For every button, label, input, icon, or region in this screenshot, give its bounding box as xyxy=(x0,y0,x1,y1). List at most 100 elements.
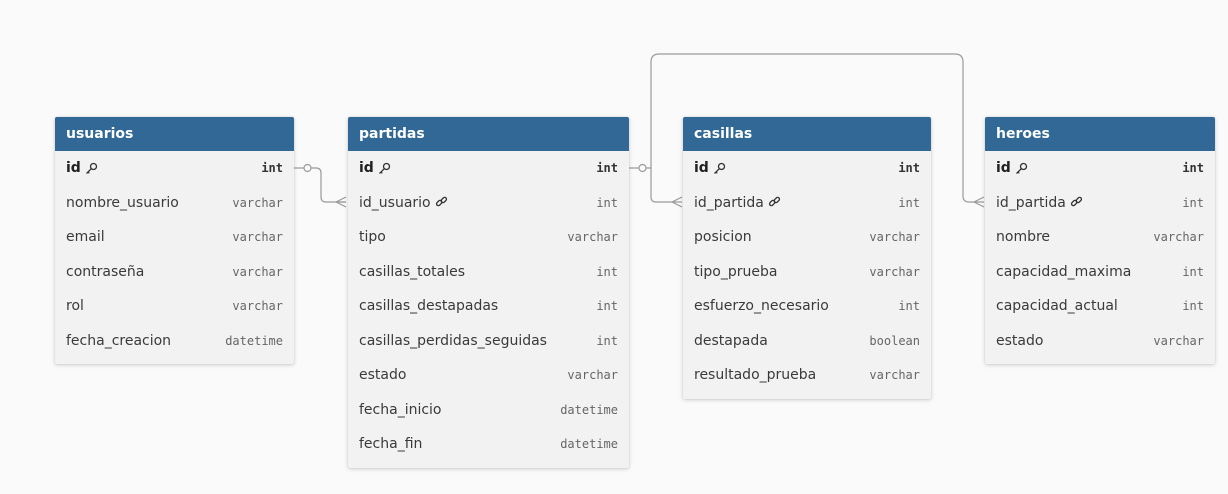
field-type: varchar xyxy=(232,299,283,314)
field-name: id xyxy=(996,160,1028,176)
table-header[interactable]: casillas xyxy=(683,117,931,151)
field-name: nombre_usuario xyxy=(66,195,179,211)
field-name: id_partida xyxy=(996,195,1083,211)
field-name-text: nombre_usuario xyxy=(66,194,179,211)
field-row-casillas-totales[interactable]: casillas_totales int xyxy=(348,255,629,290)
field-type: datetime xyxy=(560,437,618,452)
field-name: esfuerzo_necesario xyxy=(694,298,829,314)
field-name: fecha_creacion xyxy=(66,333,171,349)
field-name: email xyxy=(66,229,105,245)
field-name: fecha_fin xyxy=(359,436,422,452)
field-row-capacidad-maxima[interactable]: capacidad_maxima int xyxy=(985,255,1215,290)
foreign-key-link-icon xyxy=(435,196,448,209)
table-header[interactable]: partidas xyxy=(348,117,629,151)
field-row-posicion[interactable]: posicion varchar xyxy=(683,220,931,255)
field-name: rol xyxy=(66,298,84,314)
field-type: int xyxy=(898,299,920,314)
field-type: varchar xyxy=(1153,230,1204,245)
field-row-id-partida[interactable]: id_partida int xyxy=(683,186,931,221)
field-row-fecha-creacion[interactable]: fecha_creacion datetime xyxy=(55,324,294,359)
field-row-email[interactable]: email varchar xyxy=(55,220,294,255)
field-name: posicion xyxy=(694,229,752,245)
field-name-text: casillas_totales xyxy=(359,263,466,280)
field-row-id[interactable]: id int xyxy=(985,151,1215,186)
field-type: int xyxy=(596,195,618,210)
field-row-rol[interactable]: rol varchar xyxy=(55,289,294,324)
field-type: int xyxy=(1182,195,1204,210)
field-type: int xyxy=(898,195,920,210)
field-name: tipo_prueba xyxy=(694,264,777,280)
field-row-tipo-prueba[interactable]: tipo_prueba varchar xyxy=(683,255,931,290)
field-name-text: fecha_fin xyxy=(359,436,423,453)
field-name: id_usuario xyxy=(359,195,448,211)
field-name: contraseña xyxy=(66,264,144,280)
field-type: int xyxy=(1182,299,1204,314)
field-name-text: esfuerzo_necesario xyxy=(694,298,829,315)
field-name: tipo xyxy=(359,229,386,245)
field-name: casillas_perdidas_seguidas xyxy=(359,333,547,349)
field-type: datetime xyxy=(225,333,283,348)
table-header[interactable]: heroes xyxy=(985,117,1215,151)
field-name-text: id xyxy=(694,160,709,177)
primary-key-icon xyxy=(713,162,726,175)
field-name: id xyxy=(66,160,98,176)
field-type: int xyxy=(1182,264,1204,279)
field-name-text: capacidad_maxima xyxy=(996,263,1132,280)
link-partidas-casillas[interactable] xyxy=(629,163,683,208)
link-usuarios-partidas[interactable] xyxy=(294,163,347,208)
field-type: varchar xyxy=(567,230,618,245)
field-name-text: destapada xyxy=(694,332,768,349)
field-type: int xyxy=(596,264,618,279)
field-row-esfuerzo-necesario[interactable]: esfuerzo_necesario int xyxy=(683,289,931,324)
field-type: int xyxy=(1182,161,1204,176)
primary-key-icon xyxy=(85,162,98,175)
field-name-text: id_usuario xyxy=(359,194,431,211)
field-name-text: id xyxy=(996,160,1011,177)
field-type: varchar xyxy=(232,230,283,245)
field-type: int xyxy=(596,161,618,176)
field-name: id xyxy=(359,160,391,176)
field-type: varchar xyxy=(1153,333,1204,348)
field-type: varchar xyxy=(869,264,920,279)
field-name-text: email xyxy=(66,229,105,246)
field-row-nombre[interactable]: nombre varchar xyxy=(985,220,1215,255)
field-name-text: rol xyxy=(66,298,84,315)
field-name: casillas_totales xyxy=(359,264,465,280)
field-name-text: contraseña xyxy=(66,263,145,280)
field-name-text: nombre xyxy=(996,229,1051,246)
field-name: id_partida xyxy=(694,195,781,211)
field-name: nombre xyxy=(996,229,1050,245)
primary-key-icon xyxy=(1015,162,1028,175)
field-type: varchar xyxy=(869,230,920,245)
field-name: destapada xyxy=(694,333,768,349)
field-name-text: tipo xyxy=(359,229,386,246)
field-name: fecha_inicio xyxy=(359,402,442,418)
field-name-text: estado xyxy=(359,367,407,384)
field-row-id-usuario[interactable]: id_usuario int xyxy=(348,186,629,221)
field-row-id-partida[interactable]: id_partida int xyxy=(985,186,1215,221)
field-name: casillas_destapadas xyxy=(359,298,498,314)
field-row-fecha-fin[interactable]: fecha_fin datetime xyxy=(348,427,629,462)
field-row-tipo[interactable]: tipo varchar xyxy=(348,220,629,255)
table-header[interactable]: usuarios xyxy=(55,117,294,151)
field-row-id[interactable]: id int xyxy=(348,151,629,186)
